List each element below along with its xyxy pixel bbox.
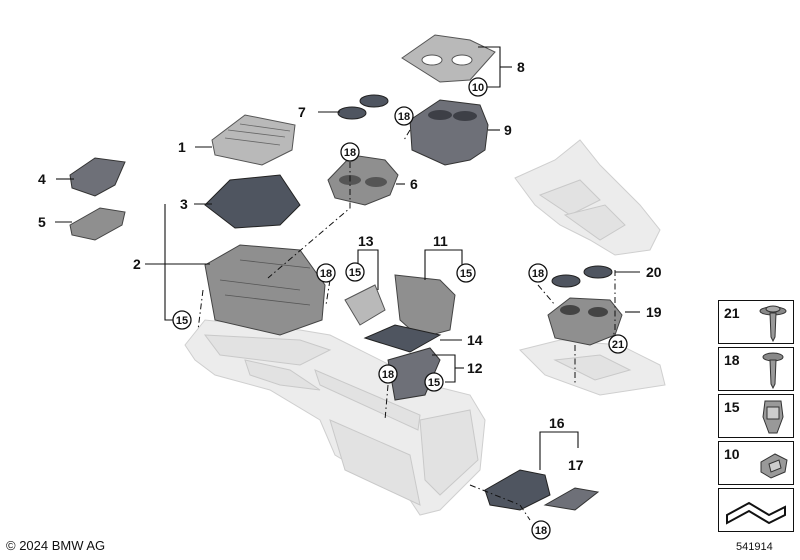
circled-labels: 10 18 18 18 15 15 15 18 15 18 21 18 — [172, 77, 628, 540]
svg-text:15: 15 — [176, 315, 188, 327]
circled-18-b: 18 — [340, 142, 360, 162]
circled-18-a: 18 — [394, 106, 414, 126]
part-16-storage-tray — [484, 469, 551, 511]
copyright-text: © 2024 BMW AG — [6, 538, 106, 553]
callout-9: 9 — [504, 122, 512, 138]
legend-item-21: 21 — [718, 300, 794, 344]
clip-icon — [760, 453, 788, 479]
callout-12: 12 — [467, 360, 483, 376]
callout-11: 11 — [433, 233, 448, 249]
part-6-cupholder-insert — [327, 154, 399, 206]
circled-10: 10 — [468, 77, 488, 97]
cupholder-base-frame — [519, 339, 666, 396]
callout-19: 19 — [646, 304, 662, 320]
legend-number: 10 — [724, 446, 740, 462]
svg-text:18: 18 — [535, 525, 547, 537]
legend-item-10: 10 — [718, 441, 794, 485]
callout-1: 1 — [178, 139, 186, 155]
circled-15-c: 15 — [456, 263, 476, 283]
svg-text:18: 18 — [320, 268, 332, 280]
svg-text:15: 15 — [349, 267, 361, 279]
part-19-cupholder — [547, 297, 623, 346]
callout-20: 20 — [646, 264, 662, 280]
callout-16: 16 — [549, 415, 565, 431]
circled-21: 21 — [608, 334, 628, 354]
circled-15-b: 15 — [345, 262, 365, 282]
svg-text:18: 18 — [344, 147, 356, 159]
svg-text:18: 18 — [382, 369, 394, 381]
circled-15-a: 15 — [172, 310, 192, 330]
circled-15-d: 15 — [424, 372, 444, 392]
screw-washer-icon — [759, 305, 787, 343]
svg-text:15: 15 — [428, 377, 440, 389]
svg-text:18: 18 — [398, 111, 410, 123]
part-9-cupholder-unit — [409, 99, 489, 166]
center-console-housing — [184, 319, 486, 516]
circled-18-c: 18 — [316, 263, 336, 283]
part-13-panel — [344, 284, 386, 326]
part-1-grille — [211, 114, 296, 166]
part-2-storage-box — [204, 244, 326, 336]
part-5-bracket — [69, 207, 126, 241]
part-17-mat — [543, 487, 600, 511]
part-8-cover-frame — [401, 34, 496, 83]
part-11-side-panel — [394, 274, 456, 339]
legend-number: 18 — [724, 352, 740, 368]
callout-3: 3 — [180, 196, 188, 212]
part-4-tray — [69, 157, 126, 197]
legend-item-15: 15 — [718, 394, 794, 438]
part-14-mat — [363, 324, 442, 353]
diagram-id: 541914 — [736, 541, 773, 553]
legend-item-18: 18 — [718, 347, 794, 391]
callout-5: 5 — [38, 214, 46, 230]
clip-nut-icon — [762, 400, 784, 434]
legend-number: 15 — [724, 399, 740, 415]
console-trim-panel — [514, 139, 661, 256]
assembly-dashed-lines — [197, 129, 616, 521]
svg-text:10: 10 — [472, 82, 484, 94]
callout-8: 8 — [517, 59, 525, 75]
callout-4: 4 — [38, 171, 46, 187]
legend-number: 21 — [724, 305, 740, 321]
svg-text:21: 21 — [612, 339, 624, 351]
circled-18-f: 18 — [531, 520, 551, 540]
svg-text:15: 15 — [460, 268, 472, 280]
callout-7: 7 — [298, 104, 306, 120]
svg-text:18: 18 — [532, 268, 544, 280]
callout-6: 6 — [410, 176, 418, 192]
part-7-cup-inserts — [337, 94, 389, 120]
circled-18-d: 18 — [378, 364, 398, 384]
leader-lines — [55, 46, 640, 470]
callout-2: 2 — [133, 256, 141, 272]
screw-icon — [762, 352, 784, 390]
legend-item-bracket — [718, 488, 794, 532]
callout-14: 14 — [467, 332, 483, 348]
callout-13: 13 — [358, 233, 374, 249]
part-3-lid — [204, 174, 301, 229]
callout-labels: 1 2 3 4 5 6 7 8 9 11 12 13 14 16 17 19 2… — [38, 59, 662, 473]
callout-17: 17 — [568, 457, 584, 473]
part-20-inserts — [551, 265, 613, 288]
circled-18-e: 18 — [528, 263, 548, 283]
bracket-icon — [726, 501, 786, 525]
